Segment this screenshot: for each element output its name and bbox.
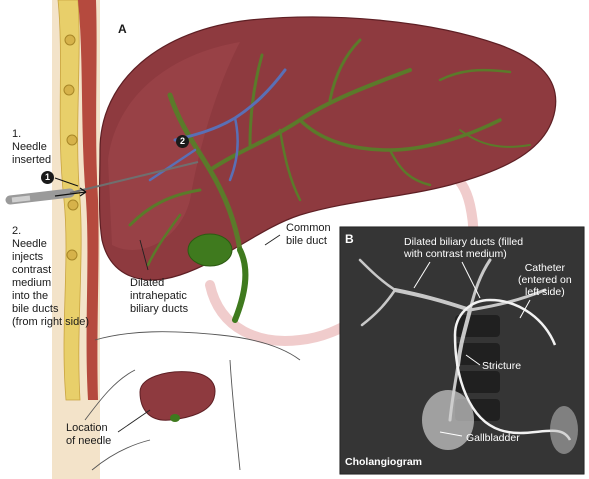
dilated-biliary-label: Dilated biliary ducts (filled with contr…: [404, 236, 524, 260]
intrahepatic-ducts: [128, 38, 531, 267]
step-1-badge: 1: [41, 171, 54, 184]
small-liver: [139, 371, 216, 421]
step-2-badge: 2: [176, 135, 189, 148]
catheter-label: Catheter (entered on left side): [518, 262, 572, 298]
common-bile-duct-label: Common bile duct: [286, 222, 331, 247]
cholangiogram-caption: Cholangiogram: [345, 456, 423, 468]
panel-b-letter: B: [345, 232, 354, 246]
catheter: [453, 298, 572, 441]
cholangiogram-xray: [339, 226, 585, 475]
step-2-number: 2.: [12, 225, 22, 237]
step-1-text: Needle inserted: [12, 141, 52, 166]
torso-sketch: [84, 331, 301, 471]
dilated-intrahepatic-label: Dilated intrahepatic biliary ducts: [130, 277, 189, 315]
step-1-number: 1.: [12, 128, 22, 140]
stricture-label: Stricture: [482, 360, 522, 372]
gallbladder: [187, 233, 233, 267]
location-of-needle-label: Location of needle: [66, 422, 112, 447]
gallbladder-label: Gallbladder: [466, 432, 520, 444]
common-bile-duct: [232, 247, 249, 323]
panel-a-letter: A: [118, 22, 127, 36]
hepatic-vessels: [148, 68, 287, 182]
abdominal-wall: [52, 0, 100, 479]
needle: [5, 161, 199, 205]
step-2-text: Needle injects contrast medium into the …: [12, 238, 90, 328]
xray-gallbladder: [422, 390, 474, 450]
